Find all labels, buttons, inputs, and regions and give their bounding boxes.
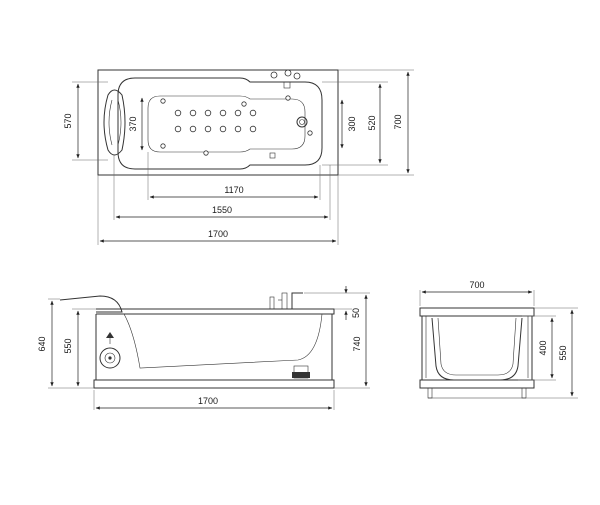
end-rim: [419, 307, 535, 317]
dim-1550: 1550: [212, 205, 232, 215]
headrest: [103, 89, 126, 156]
end-view: 700 400 550: [419, 280, 578, 399]
drain-trap: [292, 365, 310, 379]
dim-370: 370: [128, 116, 138, 131]
pump: [99, 332, 121, 369]
side-basin-curve: [123, 313, 323, 369]
dim-400: 400: [538, 340, 548, 355]
end-basin: [431, 317, 523, 381]
dim-570: 570: [63, 113, 73, 128]
dim-550-side: 550: [63, 338, 73, 353]
top-view: 1170 1550 1700 570 370 300 520: [63, 69, 414, 245]
end-foot-left: [427, 387, 433, 399]
side-view: 1700 640 550 740 50: [37, 286, 370, 410]
dim-300: 300: [347, 116, 357, 131]
dim-700-top: 700: [393, 114, 403, 129]
top-horizontal-dimensions: 1170 1550 1700: [97, 152, 339, 245]
side-dimensions: 1700 640 550 740 50: [37, 286, 370, 410]
side-rim: [96, 308, 335, 315]
end-foot-right: [521, 387, 527, 399]
dim-1700-top: 1700: [208, 229, 228, 239]
top-basin-outline: [117, 77, 323, 170]
dim-1700-side: 1700: [198, 396, 218, 406]
drain: [296, 116, 308, 128]
end-base: [419, 379, 535, 389]
dim-700-end: 700: [469, 280, 484, 290]
faucet-controls: [269, 69, 301, 159]
jets: [160, 95, 313, 156]
top-outer-rim: [97, 69, 339, 176]
dim-550-end: 550: [558, 345, 568, 360]
side-base: [93, 379, 335, 389]
top-vertical-dimensions: 570 370 300 520 700: [63, 69, 414, 176]
side-body: [95, 314, 333, 381]
dim-50: 50: [351, 308, 361, 318]
top-inner-basin: [147, 95, 306, 153]
dim-520: 520: [367, 115, 377, 130]
side-faucet: [269, 292, 303, 310]
side-headrest: [59, 295, 123, 313]
dim-1170: 1170: [224, 185, 243, 195]
end-dimensions: 700 400 550: [419, 280, 578, 399]
dim-640: 640: [37, 336, 47, 351]
dim-740: 740: [352, 336, 362, 351]
